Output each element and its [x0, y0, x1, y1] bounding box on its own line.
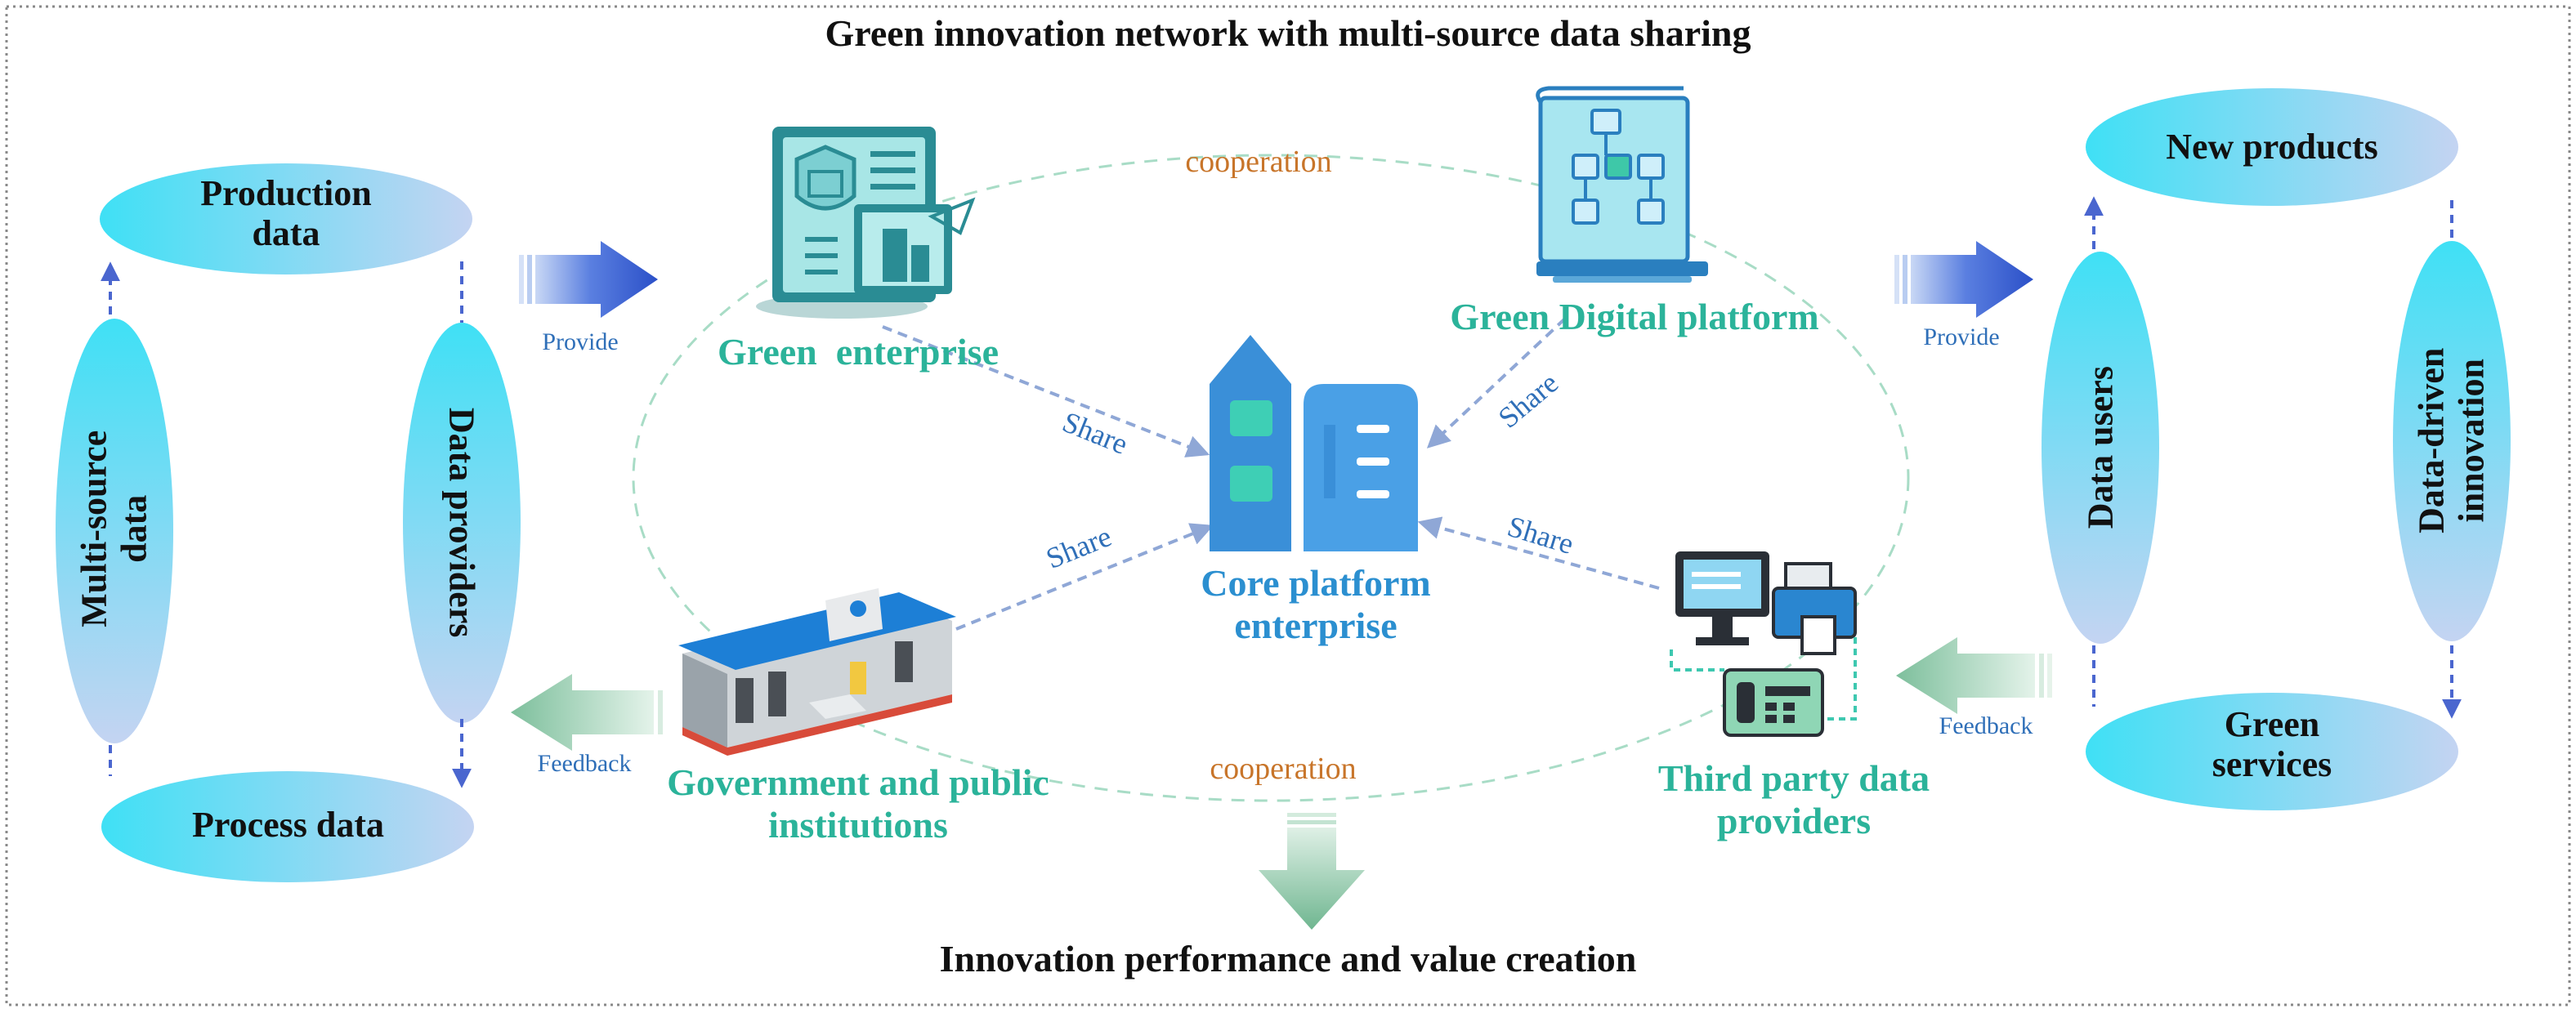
share-arrow-3	[955, 523, 1214, 631]
feedback-arrow-right	[1896, 637, 2052, 714]
green-enterprise-label: Green enterprise	[717, 331, 1000, 373]
provide-arrow-left	[519, 241, 658, 318]
process-data-ellipse	[101, 771, 474, 882]
green-digital-platform-icon	[1536, 86, 1708, 283]
data-providers-label: Data providers	[441, 407, 482, 638]
feedback-label-left: Feedback	[537, 750, 632, 777]
data-users-label: Data users	[2080, 366, 2121, 529]
data-providers-ellipse	[403, 323, 521, 723]
down-arrow	[1259, 813, 1365, 930]
core-platform-icon	[1210, 335, 1418, 551]
cooperation-label-top: cooperation	[1185, 145, 1332, 179]
new-products-ellipse	[2086, 88, 2458, 206]
process-data-label: Process data	[191, 805, 385, 845]
green-enterprise-icon	[756, 127, 976, 319]
third-party-label: Third party data providers	[1657, 757, 1930, 841]
network-ellipse	[632, 154, 1910, 802]
provide-label-left: Provide	[542, 328, 619, 355]
data-users-ellipse	[2042, 252, 2159, 644]
share-arrow-1	[882, 325, 1210, 457]
data-driven-innovation-label: Data-driven innovation	[2411, 347, 2492, 533]
government-label: Government and public institutions	[667, 761, 1049, 846]
bottom-title: Innovation performance and value creatio…	[939, 938, 1637, 980]
government-building-icon	[678, 588, 956, 756]
provide-label-right: Provide	[1923, 324, 2000, 350]
green-digital-platform-label: Green Digital platform	[1450, 296, 1819, 337]
provide-arrow-right	[1894, 241, 2033, 318]
third-party-icon	[1670, 551, 1857, 737]
production-data-ellipse	[100, 163, 472, 274]
outer-border	[5, 5, 2571, 1006]
multi-source-data-label: Multi-source data	[74, 430, 154, 627]
feedback-label-right: Feedback	[1939, 712, 2033, 739]
core-platform-label: Core platform enterprise	[1201, 562, 1431, 646]
new-products-label: New products	[2166, 127, 2378, 167]
green-services-label: Green services	[2212, 704, 2332, 785]
data-driven-innovation-ellipse	[2393, 241, 2511, 641]
green-services-ellipse	[2086, 693, 2458, 810]
production-data-label: Production data	[200, 173, 372, 254]
share-arrow-4	[1417, 516, 1660, 590]
cooperation-label-bottom: cooperation	[1210, 752, 1357, 786]
multi-source-data-ellipse	[56, 319, 173, 743]
diagram-title: Green innovation network with multi-sour…	[825, 12, 1751, 54]
feedback-arrow-left	[511, 674, 663, 751]
share-arrow-2	[1426, 317, 1567, 448]
